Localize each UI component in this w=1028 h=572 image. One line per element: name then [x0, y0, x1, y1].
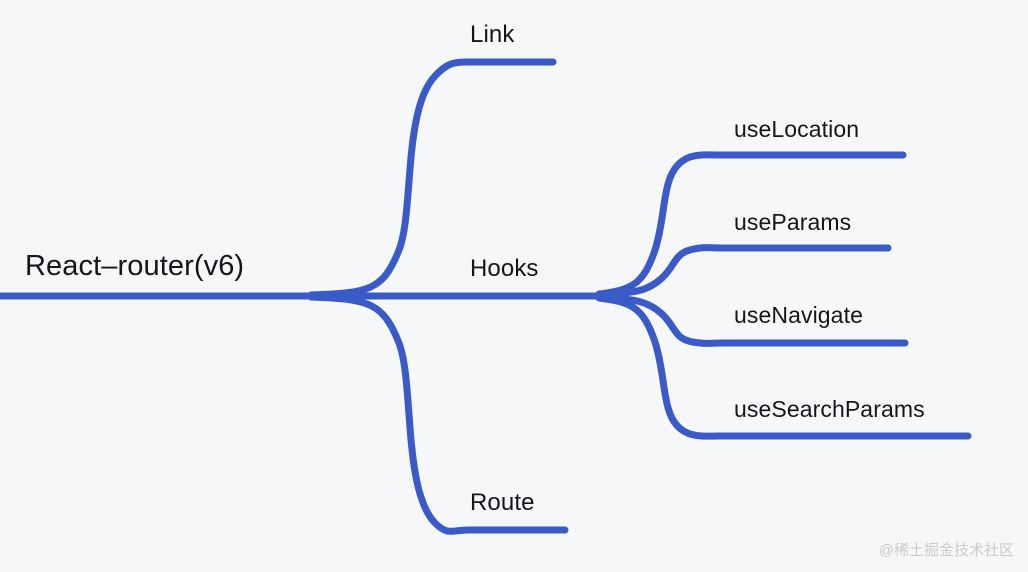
- node-label-useparams[interactable]: useParams: [734, 209, 852, 235]
- edge-root-to-link: [307, 58, 557, 299]
- watermark: @稀土掘金技术社区: [878, 542, 1014, 559]
- node-label-route[interactable]: Route: [470, 489, 535, 516]
- edge-root-to-route: [307, 293, 569, 535]
- node-label-uselocation[interactable]: useLocation: [734, 116, 860, 142]
- node-label-link[interactable]: Link: [470, 21, 515, 48]
- node-label-hooks[interactable]: Hooks: [470, 255, 539, 282]
- edge-hooks-to-usenavigate: [595, 293, 909, 347]
- edge-group: [0, 58, 972, 535]
- edge-hooks-to-useparams: [595, 244, 892, 299]
- edge-hooks-to-usesearchparams: [595, 294, 972, 440]
- node-label-usenavigate[interactable]: useNavigate: [734, 302, 863, 328]
- edge-hooks-to-uselocation: [595, 151, 907, 298]
- node-label-root[interactable]: React–router(v6): [25, 250, 245, 282]
- node-label-usesearchparams[interactable]: useSearchParams: [734, 396, 925, 422]
